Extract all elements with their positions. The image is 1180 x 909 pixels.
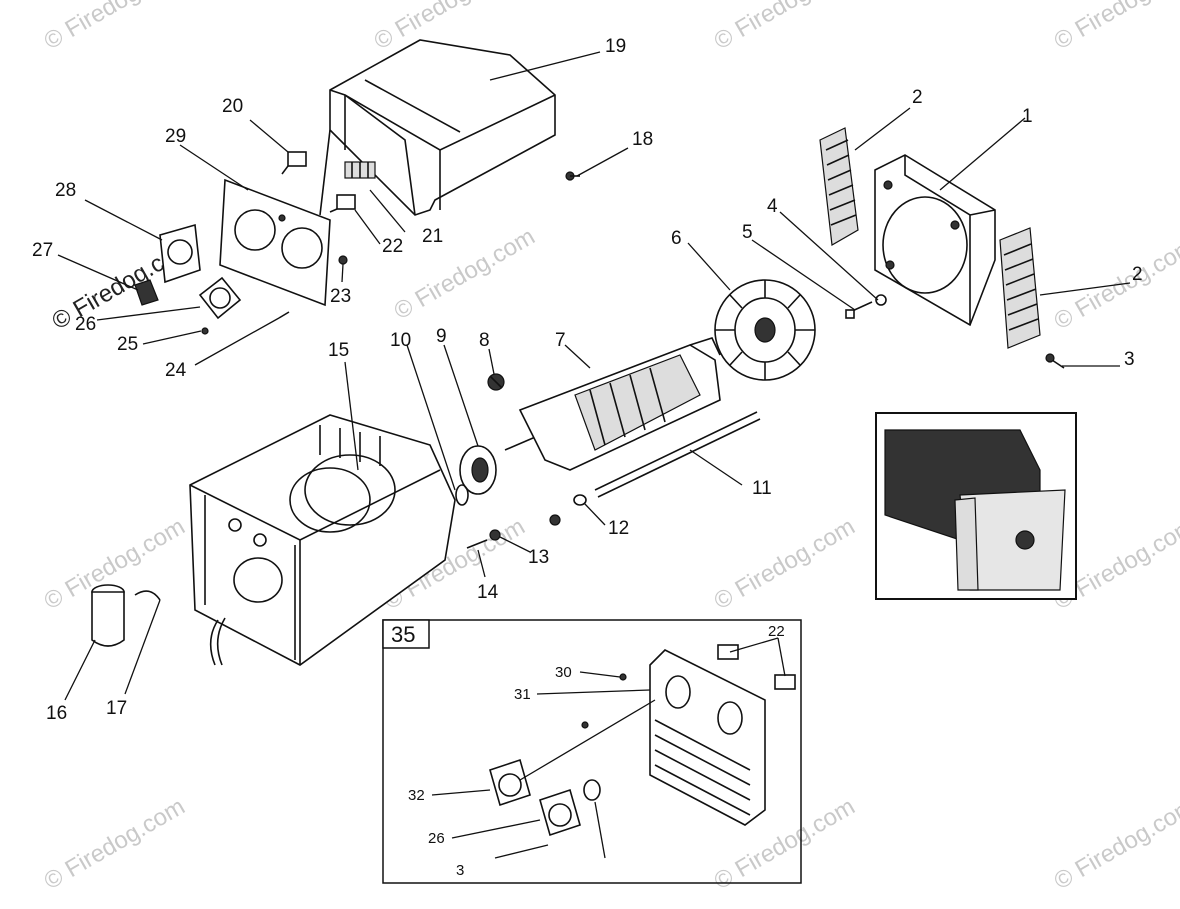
callout-17: 17 bbox=[106, 698, 127, 719]
watermark-text: © Firedog.com bbox=[1050, 233, 1180, 335]
callout-11: 11 bbox=[752, 478, 772, 499]
part-20-switch bbox=[281, 151, 307, 175]
part-12-washer bbox=[573, 494, 587, 506]
callout-10: 10 bbox=[390, 330, 411, 351]
callout-29: 29 bbox=[165, 126, 186, 147]
part-7-armature bbox=[504, 337, 721, 471]
watermark-text: © Firedog.com bbox=[710, 513, 860, 615]
part-22-switch bbox=[329, 194, 356, 213]
callout-23: 23 bbox=[330, 286, 351, 307]
inset-box-35: 35 bbox=[382, 619, 802, 884]
part-17-clip bbox=[134, 590, 161, 601]
part-2-louver-panel bbox=[819, 127, 859, 246]
callout-22: 22 bbox=[382, 236, 403, 257]
part-3-screw bbox=[1045, 353, 1065, 369]
part-11-long-rod bbox=[594, 411, 761, 498]
callout-19: 19 bbox=[605, 36, 626, 57]
callout-20: 20 bbox=[222, 96, 243, 117]
callout-1: 1 bbox=[1022, 106, 1033, 127]
callout-24: 24 bbox=[165, 360, 187, 381]
leader-lines bbox=[57, 51, 1131, 859]
callout-13: 13 bbox=[528, 547, 549, 568]
part-6-fan bbox=[714, 279, 816, 381]
part-27-plug bbox=[134, 279, 159, 306]
watermark-text: © Firedog.com bbox=[40, 793, 190, 895]
part-29-panel-plate bbox=[219, 178, 331, 307]
inset-callout-3: 3 bbox=[456, 862, 464, 879]
callout-3: 3 bbox=[1124, 349, 1135, 370]
callout-15: 15 bbox=[328, 340, 349, 361]
callout-6: 6 bbox=[671, 228, 682, 249]
callout-2: 2 bbox=[1132, 264, 1143, 285]
watermark-text: © Firedog.com bbox=[40, 0, 190, 55]
part-16-capacitor bbox=[91, 584, 125, 647]
part-14-stud bbox=[466, 539, 488, 549]
callout-7: 7 bbox=[555, 330, 566, 351]
callout-4: 4 bbox=[767, 196, 778, 217]
part-1-end-frame bbox=[874, 154, 996, 327]
part-2-louver-panel bbox=[999, 227, 1041, 349]
inset-callout-32: 32 bbox=[408, 787, 425, 804]
inset-box-label: 35 bbox=[391, 622, 415, 647]
part-5-bolt bbox=[845, 301, 873, 319]
callout-12: 12 bbox=[608, 518, 629, 539]
part-19-top-cover bbox=[319, 39, 556, 216]
inset-photo bbox=[875, 412, 1077, 600]
part-10-retaining-ring bbox=[455, 484, 469, 506]
part-28-receptacle bbox=[159, 223, 201, 284]
inset-callout-26: 26 bbox=[428, 830, 445, 847]
callout-16: 16 bbox=[46, 703, 67, 724]
watermark-text: © Firedog.com bbox=[1050, 0, 1180, 55]
part-26-receptacle bbox=[198, 276, 242, 320]
part-15-main-housing bbox=[189, 414, 456, 666]
callout-labels: 19 18 20 29 21 22 23 28 27 26 25 24 2 1 … bbox=[32, 36, 1143, 879]
callout-26: 26 bbox=[75, 314, 96, 335]
callout-27: 27 bbox=[32, 240, 53, 261]
callout-14: 14 bbox=[477, 582, 499, 603]
part-13-nut bbox=[489, 514, 561, 541]
part-4-washer bbox=[875, 294, 887, 306]
part-21-terminal-block bbox=[344, 161, 376, 179]
part-24-screw bbox=[278, 311, 290, 319]
part-23-screw bbox=[338, 255, 348, 265]
callout-2: 2 bbox=[912, 87, 923, 108]
inset-callout-22: 22 bbox=[768, 623, 785, 640]
inset-callout-31: 31 bbox=[514, 686, 531, 703]
callout-8: 8 bbox=[479, 330, 490, 351]
part-25-screw bbox=[201, 327, 209, 335]
callout-28: 28 bbox=[55, 180, 76, 201]
callout-9: 9 bbox=[436, 326, 447, 347]
callout-18: 18 bbox=[632, 129, 653, 150]
part-8-small-bolt bbox=[487, 373, 505, 391]
callout-25: 25 bbox=[117, 334, 138, 355]
callout-21: 21 bbox=[422, 226, 443, 247]
inset-callout-30: 30 bbox=[555, 664, 572, 681]
watermark-text: © Firedog.com bbox=[390, 223, 540, 325]
watermark-text: © Firedog.com bbox=[1050, 793, 1180, 895]
watermark-text: © Firedog.com bbox=[710, 0, 860, 55]
callout-5: 5 bbox=[742, 222, 753, 243]
